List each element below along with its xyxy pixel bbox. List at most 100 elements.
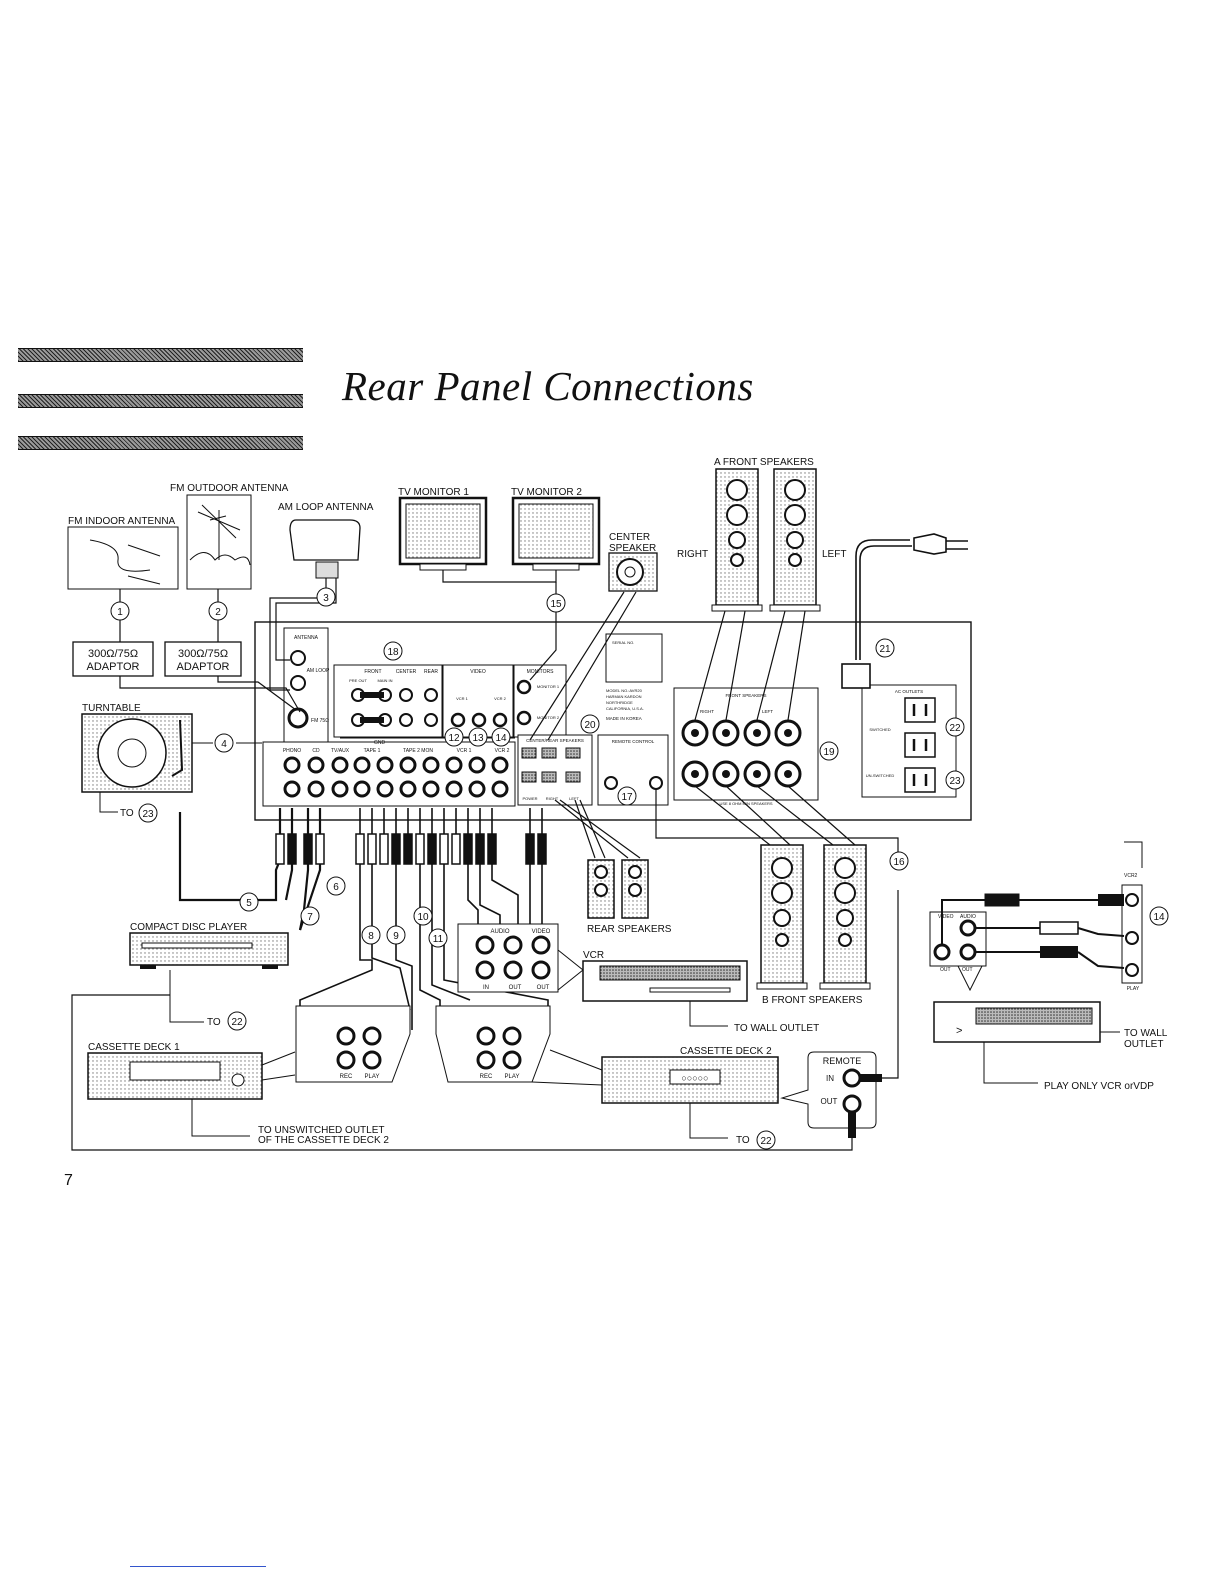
am-loop-label: AM LOOP ANTENNA — [278, 502, 374, 513]
b-front-label: B FRONT SPEAKERS — [762, 995, 863, 1006]
inset-audio-label: AUDIO — [960, 914, 976, 920]
adaptor-2-ohms: 300Ω/75Ω — [178, 648, 228, 660]
fm-75-panel-label: FM 75Ω — [311, 718, 329, 724]
adaptor-1-ohms: 300Ω/75Ω — [88, 648, 138, 660]
to-23-text: TO — [120, 808, 134, 819]
callout-14-inset: 14 — [1153, 912, 1165, 923]
vcr-in-label: IN — [483, 985, 489, 991]
receiver-rear-panel: ANTENNA AM LOOP FM 75Ω FRONT CENTER REAR… — [254, 621, 972, 821]
input-jack-row-bottom — [283, 780, 509, 798]
outlet-label: OUTLET — [1124, 1039, 1163, 1050]
vcr2-label: VCR 2 — [495, 748, 510, 754]
phono-cd-cables — [178, 808, 322, 931]
callout-7: 7 — [307, 912, 313, 923]
page-number: 7 — [64, 1172, 73, 1189]
tv-monitor-1: TV MONITOR 1 — [398, 487, 488, 571]
tape-jack-panel-2: REC PLAY — [435, 1005, 551, 1083]
callout-19: 19 — [823, 747, 835, 758]
inset-out-1: OUT — [940, 967, 951, 973]
to-22-text: TO — [207, 1017, 221, 1028]
monitor2-label: MONITOR 2 — [537, 715, 560, 720]
adaptor-1: 300Ω/75Ω ADAPTOR — [72, 641, 154, 677]
to-references: TO TO TO — [120, 808, 750, 1146]
callout-21: 21 — [879, 644, 891, 655]
monitor1-label: MONITOR 1 — [537, 684, 560, 689]
play-only-label: PLAY ONLY VCR orVDP — [1044, 1081, 1154, 1092]
a-front-speakers: A FRONT SPEAKERS RIGHT LEFT — [677, 457, 846, 721]
callout-16: 16 — [893, 857, 905, 868]
center-rear-speakers-label: CENTER/REAR SPEAKERS — [526, 738, 584, 743]
adaptor-1-label: ADAPTOR — [87, 661, 140, 673]
header-bar-1 — [18, 348, 303, 362]
right-label: RIGHT — [677, 549, 708, 560]
main-in-label: MAIN IN — [377, 678, 392, 683]
compact-disc-player: COMPACT DISC PLAYER — [129, 922, 289, 1023]
unswitched-label: UN-SWITCHED — [866, 773, 895, 778]
left-rear-label: LEFT — [569, 796, 579, 801]
front-label: FRONT — [364, 669, 381, 675]
left-small-label: LEFT — [762, 709, 773, 714]
cd-label: CD — [312, 748, 320, 754]
callout-12: 12 — [448, 733, 460, 744]
callout-17: 17 — [621, 792, 633, 803]
unswitched-line-2: OF THE CASSETTE DECK 2 — [258, 1135, 389, 1146]
inset-video-label: VIDEO — [938, 914, 954, 920]
fm-indoor-antenna: FM INDOOR ANTENNA — [67, 516, 179, 590]
switched-label: SWITCHED — [869, 727, 890, 732]
phono-label: PHONO — [283, 748, 301, 754]
vcr1-label: VCR 1 — [457, 748, 472, 754]
cassette-deck-1: CASSETTE DECK 1 TO UNSWITCHED OUTLET OF … — [87, 1042, 389, 1146]
video-head-label: VIDEO — [470, 669, 486, 675]
to-22b-text: TO — [736, 1135, 750, 1146]
vcr: VCR TO WALL OUTLET — [557, 949, 819, 1034]
cassette-2-label: CASSETTE DECK 2 — [680, 1046, 772, 1057]
rca-plugs-left — [275, 833, 325, 865]
center-speaker-line-1: CENTER — [609, 532, 650, 543]
use-b-label: USE 8 OHM MIN SPEAKERS — [719, 801, 772, 806]
model-line-2: HARMAN KARDON — [606, 694, 642, 699]
made-in-label: MADE IN KOREA — [606, 716, 642, 721]
vcr-label: VCR — [583, 950, 604, 961]
callout-9: 9 — [393, 931, 399, 942]
callout-8: 8 — [368, 931, 374, 942]
callout-23: 23 — [949, 776, 961, 787]
vcr-video-label: VIDEO — [532, 929, 551, 935]
antenna-wires — [119, 578, 337, 713]
remote-out-label: OUT — [821, 1097, 838, 1106]
fm-outdoor-antenna: FM OUTDOOR ANTENNA — [170, 483, 289, 590]
am-loop-panel-label: AM LOOP — [307, 668, 330, 674]
tape-jack-panel-1: REC PLAY — [295, 1005, 411, 1083]
vcr2-play-label: PLAY — [1127, 986, 1140, 992]
power-cord — [841, 533, 968, 689]
pre-out-label: PRE OUT — [349, 678, 367, 683]
callout-11: 11 — [433, 934, 444, 945]
callout-2: 2 — [215, 607, 221, 618]
callout-1: 1 — [117, 607, 123, 618]
left-label: LEFT — [822, 549, 846, 560]
vcr1-small-label: VCR 1 — [456, 696, 469, 701]
adaptor-2-label: ADAPTOR — [177, 661, 230, 673]
vcr-wall-outlet: TO WALL OUTLET — [734, 1023, 819, 1034]
rear-speakers-label: REAR SPEAKERS — [587, 924, 672, 935]
front-speakers-panel-label: FRONT SPEAKERS — [726, 693, 767, 698]
callout-to-22b: 22 — [760, 1136, 772, 1147]
remote-control-label: REMOTE CONTROL — [612, 739, 655, 744]
cd-player-label: COMPACT DISC PLAYER — [130, 922, 247, 933]
ac-outlets-label: AC OUTLETS — [895, 689, 923, 694]
right-small-label: RIGHT — [700, 709, 714, 714]
header-bar-3 — [18, 436, 303, 450]
tape2-label: TAPE 2 MON — [403, 748, 433, 754]
callout-14: 14 — [495, 733, 507, 744]
callout-13: 13 — [472, 733, 484, 744]
turntable: TURNTABLE — [81, 703, 262, 813]
callout-6: 6 — [333, 882, 339, 893]
remote-in-label: IN — [826, 1074, 834, 1083]
callout-to-23: 23 — [142, 809, 154, 820]
monitors-label: MONITORS — [527, 669, 555, 675]
center-label: CENTER — [396, 669, 417, 675]
model-line-3: NORTHRIDGE — [606, 700, 633, 705]
antenna-panel-label: ANTENNA — [294, 635, 319, 641]
tape2-rec-label: REC — [480, 1074, 493, 1080]
tv-monitor-1-label: TV MONITOR 1 — [398, 487, 469, 498]
callout-22: 22 — [949, 723, 961, 734]
